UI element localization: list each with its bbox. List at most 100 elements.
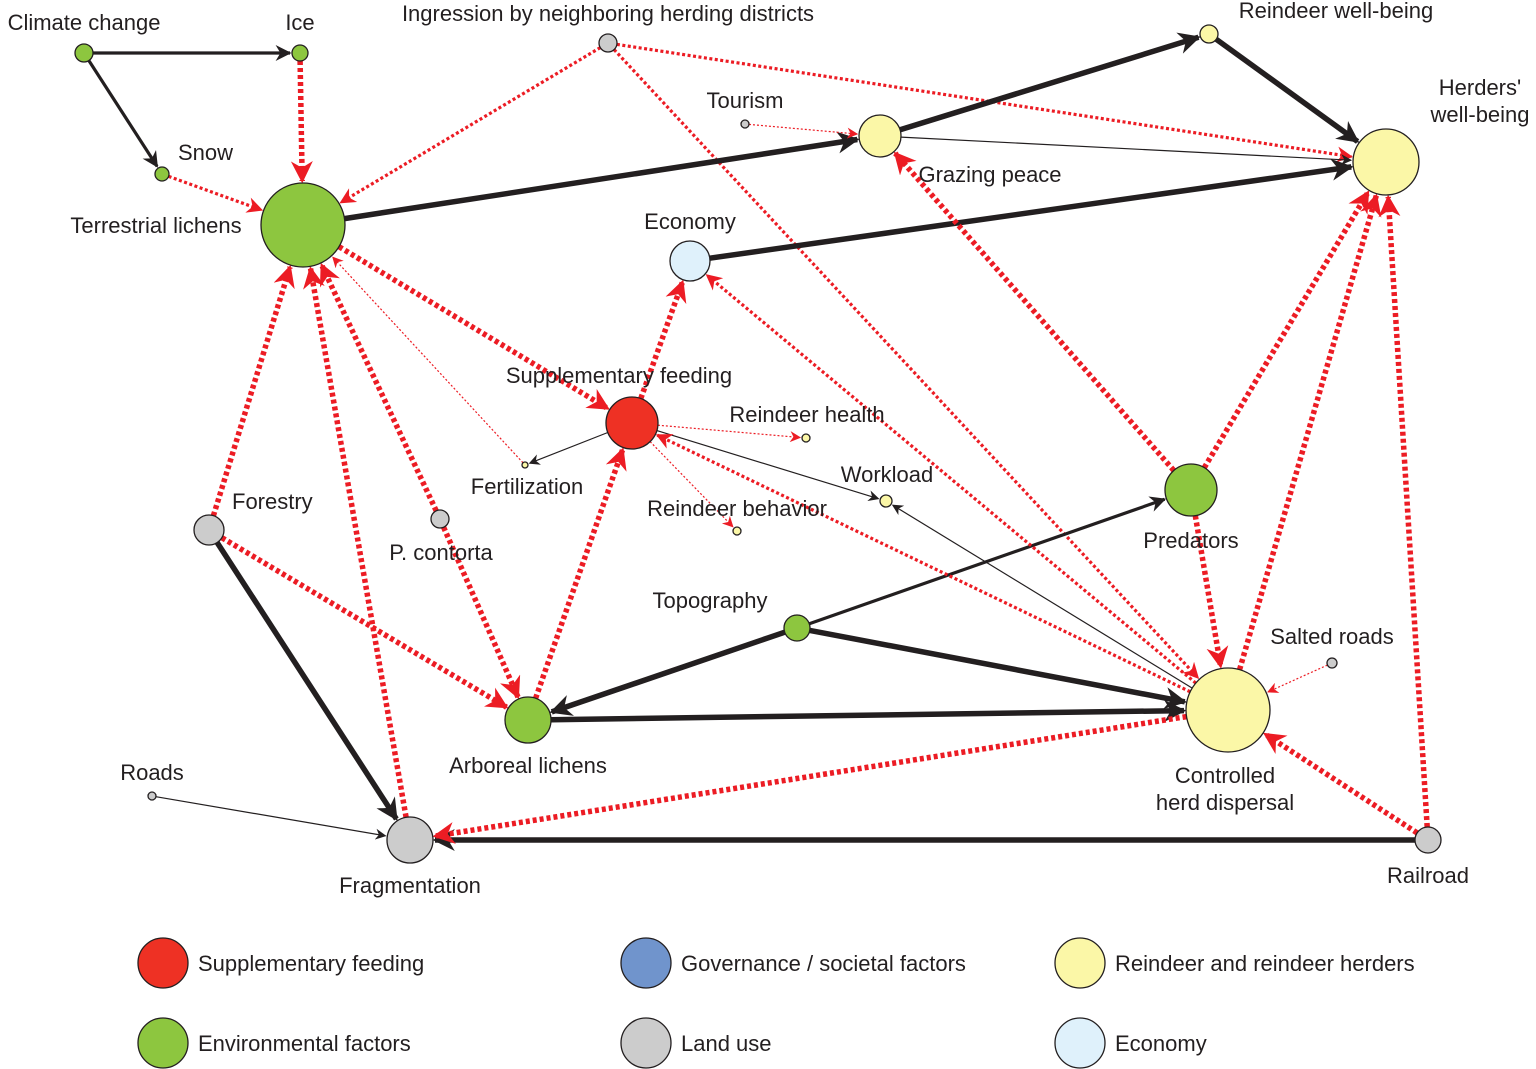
legend-item-reindeer: Reindeer and reindeer herders (1054, 937, 1415, 989)
controlled-herd-dispersal-node (1185, 667, 1271, 753)
reindeer-wellbeing-label: Reindeer well-being (1239, 0, 1433, 23)
edge-climate-change-to-snow (87, 59, 159, 168)
reindeer-behavior-label: Reindeer behavior (647, 496, 827, 521)
edge-ingression-to-herders-wellbeing (616, 42, 1353, 163)
salted-roads-node (1326, 657, 1338, 669)
edge-roads-to-fragmentation (155, 796, 387, 840)
edges (87, 32, 1430, 851)
grazing-peace-label: Grazing peace (918, 162, 1061, 187)
tourism-node (740, 119, 750, 129)
edge-reindeer-wellbeing-to-herders-wellbeing (1214, 37, 1360, 144)
legend-label: Supplementary feeding (198, 951, 424, 976)
climate-change-node (74, 43, 94, 63)
edge-arboreal-lichens-to-controlled-herd-dispersal (550, 699, 1187, 723)
edge-forestry-to-arboreal-lichens (220, 535, 509, 710)
climate-change-label: Climate change (8, 10, 161, 35)
edge-predators-to-herders-wellbeing (1201, 190, 1371, 470)
roads-node (147, 791, 157, 801)
edge-terrestrial-lichens-to-grazing-peace (344, 131, 860, 222)
forestry-label: Forestry (232, 489, 313, 514)
ingression-node (598, 33, 618, 53)
legend-label: Environmental factors (198, 1031, 411, 1056)
legend-item-economy: Economy (1054, 1017, 1207, 1069)
fertilization-node (521, 461, 529, 469)
legend-item-environmental: Environmental factors (137, 1017, 411, 1069)
legend-label: Reindeer and reindeer herders (1115, 951, 1415, 976)
supplementary-feeding-node (605, 396, 659, 450)
economy-label: Economy (644, 209, 736, 234)
legend-swatch (620, 1017, 672, 1069)
edge-ice-to-terrestrial-lichens (290, 60, 313, 184)
fertilization-label: Fertilization (471, 474, 583, 499)
legend-swatch (1054, 937, 1106, 989)
legend-item-governance: Governance / societal factors (620, 937, 966, 989)
edge-topography-to-controlled-herd-dispersal (809, 627, 1187, 709)
terrestrial-lichens-node (260, 182, 346, 268)
legend-label: Governance / societal factors (681, 951, 966, 976)
legend-swatch (1054, 1017, 1106, 1069)
snow-label: Snow (178, 140, 233, 165)
edge-railroad-to-herders-wellbeing (1378, 194, 1430, 828)
roads-label: Roads (120, 760, 184, 785)
arboreal-lichens-node (504, 696, 552, 744)
ice-label: Ice (285, 10, 314, 35)
edge-salted-roads-to-controlled-herd-dispersal (1267, 664, 1328, 693)
edge-snow-to-terrestrial-lichens (168, 174, 264, 213)
edge-supplementary-feeding-to-fertilization (528, 431, 609, 465)
fragmentation-label: Fragmentation (339, 873, 481, 898)
edge-topography-to-predators (808, 496, 1167, 626)
terrestrial-lichens-label: Terrestrial lichens (70, 213, 241, 238)
edge-economy-to-herders-wellbeing (709, 158, 1354, 261)
railroad-label: Railroad (1387, 863, 1469, 888)
reindeer-wellbeing-node (1199, 24, 1219, 44)
topography-node (783, 614, 811, 642)
edge-forestry-to-fragmentation (214, 541, 399, 821)
edge-forestry-to-terrestrial-lichens (210, 264, 295, 517)
workload-node (879, 494, 893, 508)
edge-p-contorta-to-arboreal-lichens (441, 526, 521, 700)
herders-wellbeing-node (1352, 128, 1420, 196)
edge-grazing-peace-to-herders-wellbeing (900, 136, 1353, 166)
edge-fertilization-to-terrestrial-lichens (332, 256, 524, 464)
reindeer-behavior-node (732, 526, 742, 536)
grazing-peace-node (858, 114, 902, 158)
p-contorta-label: P. contorta (389, 540, 493, 565)
legend-swatch (620, 937, 672, 989)
edge-railroad-to-controlled-herd-dispersal (1263, 731, 1419, 836)
ice-node (291, 44, 309, 62)
herders-wellbeing-label: Herders'well-being (1429, 75, 1529, 127)
edge-controlled-herd-dispersal-to-workload (891, 504, 1193, 689)
workload-label: Workload (841, 462, 934, 487)
reindeer-health-node (801, 433, 811, 443)
p-contorta-node (430, 509, 450, 529)
snow-node (154, 166, 170, 182)
tourism-label: Tourism (706, 88, 783, 113)
topography-label: Topography (653, 588, 768, 613)
edge-p-contorta-to-terrestrial-lichens (319, 262, 439, 512)
arboreal-lichens-label: Arboreal lichens (449, 753, 607, 778)
salted-roads-label: Salted roads (1270, 624, 1394, 649)
predators-node (1164, 463, 1218, 517)
edge-predators-to-controlled-herd-dispersal (1192, 515, 1229, 669)
edge-ingression-to-terrestrial-lichens (339, 46, 602, 204)
edge-supplementary-feeding-to-reindeer-health (657, 424, 802, 443)
edge-supplementary-feeding-to-workload (656, 430, 880, 502)
edge-controlled-herd-dispersal-to-economy (705, 273, 1197, 685)
forestry-node (193, 514, 225, 546)
edge-controlled-herd-dispersal-to-herders-wellbeing (1236, 193, 1382, 671)
nodes (74, 24, 1442, 864)
edge-fragmentation-to-terrestrial-lichens (303, 266, 409, 818)
edge-grazing-peace-to-reindeer-wellbeing (899, 32, 1201, 133)
edge-predators-to-grazing-peace (893, 151, 1176, 473)
ingression-label: Ingression by neighboring herding distri… (402, 1, 814, 26)
predators-label: Predators (1143, 528, 1238, 553)
legend-swatch (137, 1017, 189, 1069)
legend-item-supplementary: Supplementary feeding (137, 937, 424, 989)
legend-label: Land use (681, 1031, 772, 1056)
edge-controlled-herd-dispersal-to-fragmentation (432, 713, 1187, 844)
fragmentation-node (386, 816, 434, 864)
economy-node (669, 240, 711, 282)
